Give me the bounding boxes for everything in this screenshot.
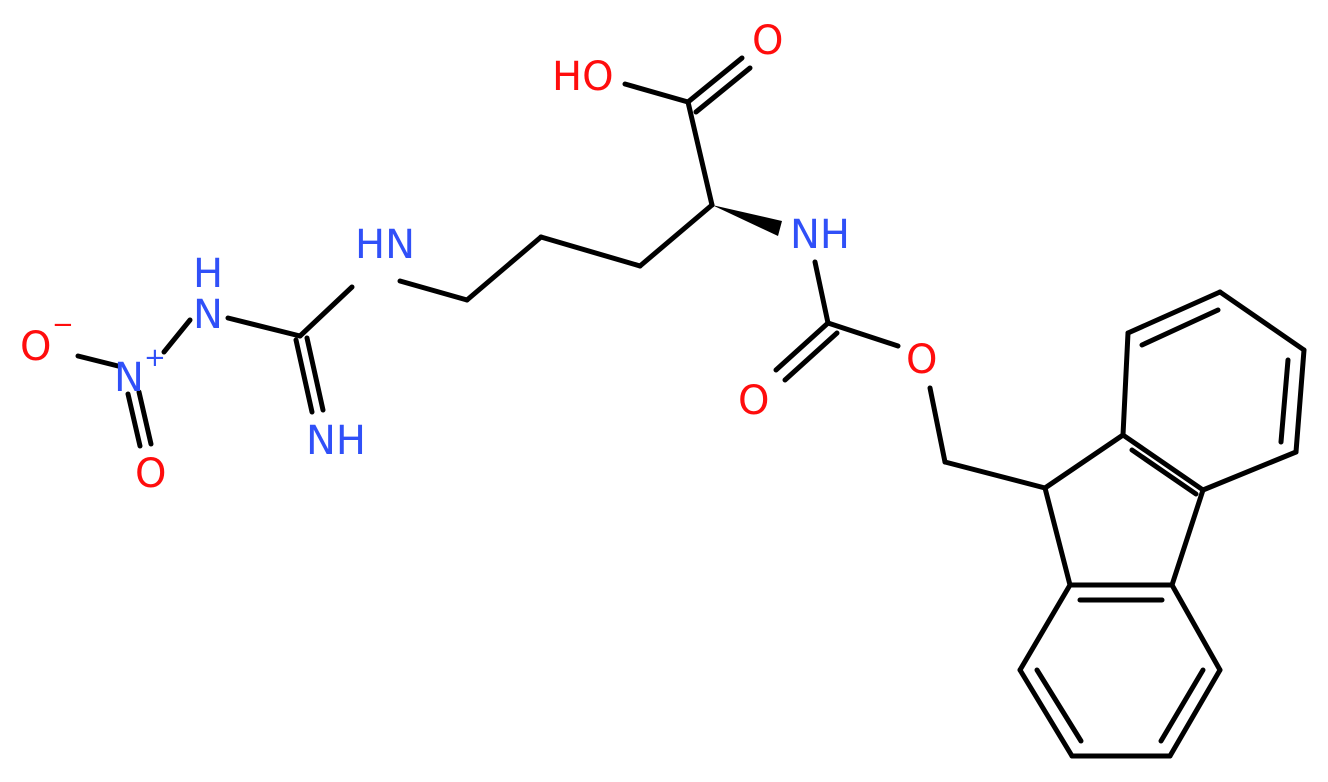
bond-cdelta-nh: [397, 278, 470, 303]
bond-oester-ch2: [927, 385, 948, 465]
bond-cbeta-cgamma: [538, 234, 643, 269]
bond-nnitro-o-b: [136, 389, 154, 447]
bond-cooh-double-o-b: [693, 65, 753, 115]
bond-ccarbamate-oester: [825, 320, 901, 349]
carbamate-carbonyl-oxygen-label: O: [738, 378, 769, 424]
bond-c9a-c4b: [1120, 432, 1206, 493]
nitro-n-label: N: [114, 355, 144, 401]
guanidine-h-label: H: [193, 251, 223, 297]
bond-ring1-d-inner: [1278, 357, 1291, 445]
bond-ring2-a: [1017, 582, 1073, 673]
bond-ring1-c: [1217, 289, 1307, 353]
bond-ring2-b: [1017, 667, 1075, 759]
bond-cguan-nguan: [225, 315, 303, 339]
alpha-amine-label: NH: [790, 212, 850, 258]
bond-cguan-imine-b: [304, 335, 326, 413]
bond-ring2-d-inner: [1158, 667, 1206, 744]
bond-ring2-b-inner: [1034, 667, 1084, 744]
nitro-o-minus-label: O: [20, 324, 51, 370]
bond-ch2-c9: [942, 459, 1048, 491]
bond-ring2-d: [1167, 667, 1223, 759]
negative-charge: −: [52, 310, 74, 340]
bond-nnitro-ominus: [75, 353, 121, 369]
bond-ring2-e: [1169, 582, 1223, 673]
bond-nh-cguan: [297, 284, 355, 339]
bond-cooh-double-o-a: [685, 55, 745, 105]
bond-calpha-cbeta: [637, 202, 715, 269]
bond-ring1-b: [1125, 289, 1223, 336]
bond-ring1-e: [1200, 449, 1299, 493]
bonds: [75, 55, 1307, 759]
imine-label: NH: [306, 418, 366, 464]
stereo-wedge-bond: [712, 205, 782, 236]
bond-cooh-oh: [622, 81, 691, 105]
delta-amine-label: HN: [355, 222, 415, 268]
atom-labels: HO O NH HN H N NH O − N + O O O: [20, 18, 937, 497]
bond-nguan-nnitro: [161, 317, 193, 355]
bond-c4b-c4a: [1169, 487, 1206, 588]
bond-cooh-calpha: [685, 99, 715, 208]
bond-ring1-b-inner: [1139, 307, 1221, 348]
acid-carbonyl-oxygen-label: O: [752, 18, 783, 64]
bond-cguan-imine-a: [293, 337, 315, 415]
bond-ring1-d: [1293, 347, 1307, 455]
bond-c9-c8a: [1042, 485, 1073, 588]
bond-nnitro-o-a: [125, 391, 143, 449]
bond-ccarbamate-o-dbl-a: [773, 320, 831, 373]
bond-cgamma-cdelta: [464, 234, 544, 303]
guanidine-n-label: N: [193, 292, 223, 338]
nitro-o-label: O: [135, 451, 166, 497]
positive-charge: +: [144, 343, 166, 373]
carbamate-ester-oxygen-label: O: [906, 337, 937, 383]
bond-nh-ccarbamate: [812, 259, 831, 326]
bond-ring1-a: [1120, 330, 1131, 438]
bond-c9-c9a: [1042, 432, 1126, 491]
bond-ccarbamate-o-dbl-b: [782, 330, 840, 383]
hydroxyl-label: HO: [552, 54, 614, 100]
bond-c9a-c4b-inner: [1129, 447, 1199, 497]
